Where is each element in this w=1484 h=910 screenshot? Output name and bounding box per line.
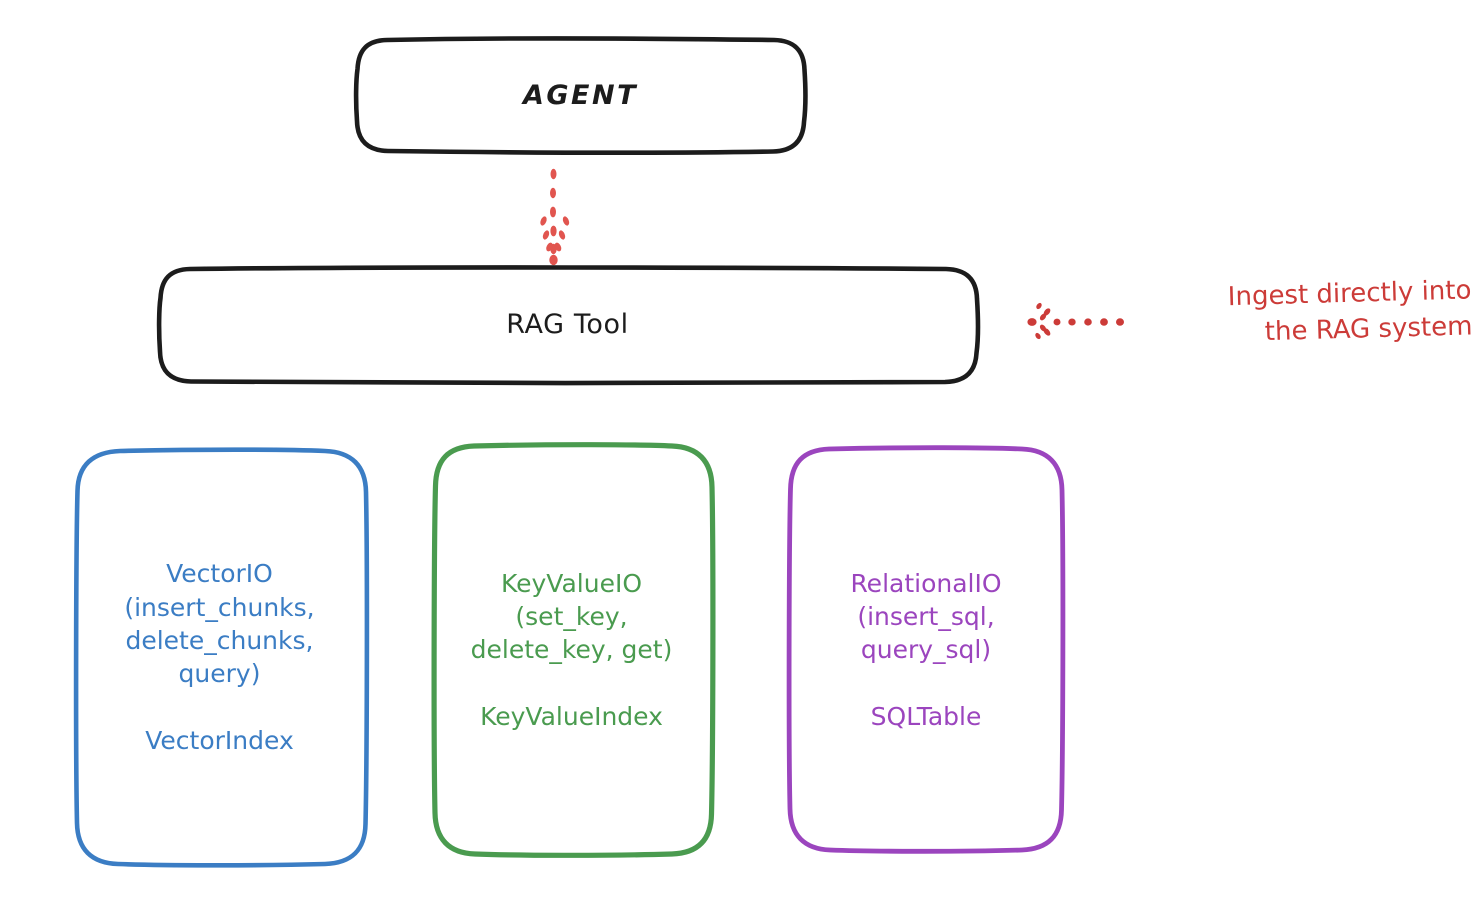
node-agent[interactable]: AGENT: [356, 39, 805, 153]
node-relational-io[interactable]: RelationalIO (insert_sql, query_sql) SQL…: [787, 448, 1065, 852]
vector-io-api-label: VectorIO (insert_chunks, delete_chunks, …: [124, 559, 315, 689]
rag-tool-label: RAG Tool: [506, 309, 629, 341]
agent-label: AGENT: [522, 79, 638, 111]
key-value-io-index-label: KeyValueIndex: [480, 702, 663, 732]
node-rag-tool[interactable]: RAG Tool: [157, 268, 978, 383]
key-value-io-api-label: KeyValueIO (set_key, delete_key, get): [470, 568, 673, 665]
ingest-to-ragtool-arrow: [1027, 302, 1124, 340]
node-vector-io[interactable]: VectorIO (insert_chunks, delete_chunks, …: [72, 450, 367, 865]
relational-io-api-label: RelationalIO (insert_sql, query_sql): [850, 568, 1002, 665]
ingest-annotation-label: Ingest directly into the RAG system: [1227, 275, 1473, 348]
relational-io-index-label: SQLTable: [870, 702, 982, 732]
agent-to-ragtool-arrow: [540, 168, 570, 266]
node-key-value-io[interactable]: KeyValueIO (set_key, delete_key, get) Ke…: [430, 445, 713, 855]
vector-io-index-label: VectorIndex: [145, 726, 294, 756]
